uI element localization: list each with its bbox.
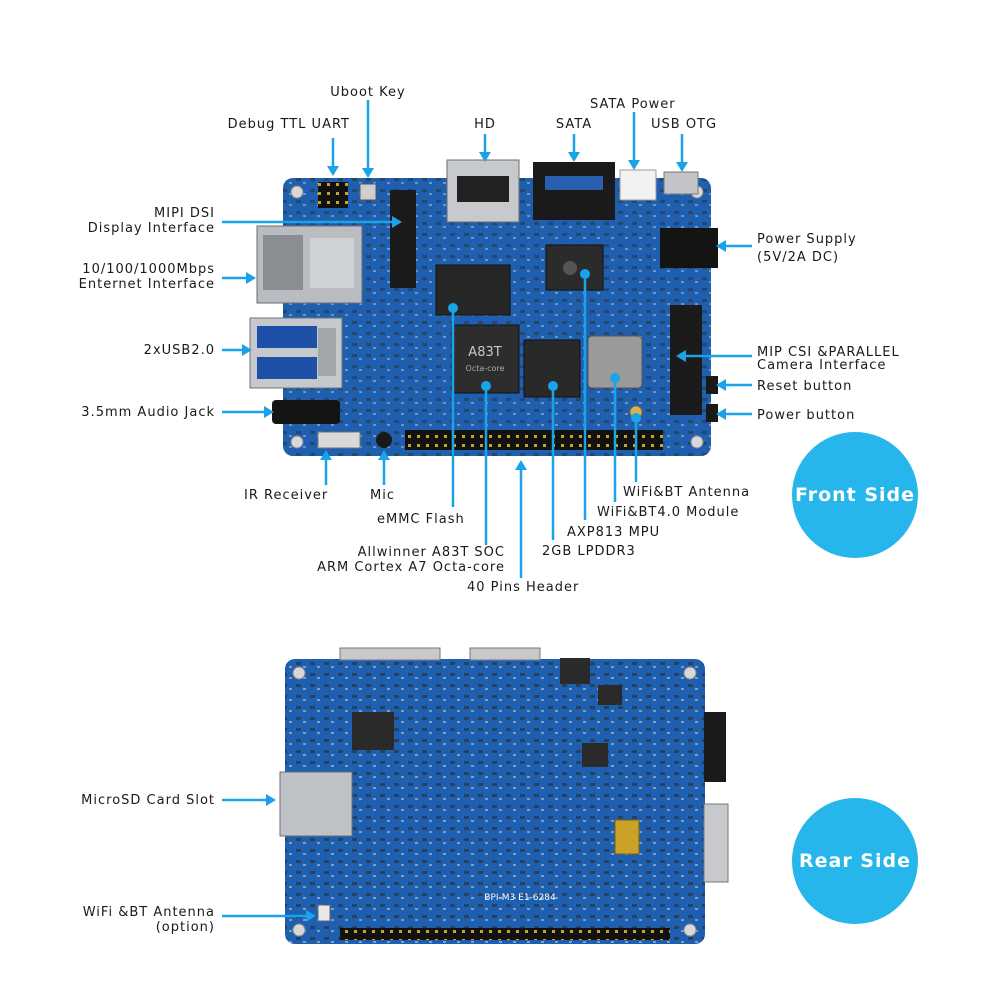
gpio-header [405, 430, 663, 450]
label-uboot-key: Uboot Key [330, 85, 406, 100]
label-power-button: Power button [757, 408, 856, 423]
label-csi: MIP CSI &PARALLEL [757, 345, 900, 360]
label-sata-power: SATA Power [590, 97, 676, 112]
usb-otg-port [663, 171, 699, 195]
emmc-chip [435, 264, 511, 316]
label-sata: SATA [555, 117, 593, 132]
mounting-holes [290, 185, 704, 449]
hdmi-port [446, 159, 520, 223]
label-audio-jack: 3.5mm Audio Jack [81, 405, 215, 420]
rear-silkscreen: BPI-M3 E1-6284 [484, 893, 556, 903]
label-lpddr3: 2GB LPDDR3 [542, 544, 636, 559]
label-display-interface: Display Interface [87, 221, 215, 236]
rear-side-badge: Rear Side [792, 798, 918, 924]
callout-lines [222, 100, 752, 922]
microsd-slot-shape [279, 771, 353, 837]
label-emmc-flash: eMMC Flash [377, 512, 465, 527]
label-ethernet-interface: Enternet Interface [78, 277, 215, 292]
ir-receiver-shape [317, 431, 361, 449]
mic-shape [376, 432, 392, 448]
label-40-pins-header: 40 Pins Header [467, 580, 580, 595]
label-usb2: 2xUSB2.0 [143, 343, 215, 358]
sata-port [533, 162, 615, 220]
label-reset-button: Reset button [757, 379, 853, 394]
label-soc-core: ARM Cortex A7 Octa-core [317, 560, 505, 575]
label-power-supply-spec: (5V/2A DC) [757, 250, 840, 265]
pmu-chip [545, 244, 604, 291]
label-ir-receiver: IR Receiver [244, 488, 329, 503]
label-usb-otg: USB OTG [651, 117, 718, 132]
label-debug-ttl-uart: Debug TTL UART [227, 117, 350, 132]
ethernet-port [256, 225, 363, 304]
label-ethernet-speed: 10/100/1000Mbps [82, 262, 215, 277]
usb-ports [249, 317, 343, 389]
label-hd: HD [474, 117, 496, 132]
debug-pins [318, 182, 348, 208]
label-power-supply: Power Supply [757, 232, 857, 247]
label-rear-antenna: WiFi &BT Antenna [82, 905, 215, 920]
rear-board: BPI-M3 E1-6284 [279, 647, 729, 944]
label-rear-antenna-option: (option) [155, 920, 215, 935]
power-button-shape [706, 404, 718, 422]
rear-antenna-shape [317, 904, 331, 922]
front-side-badge: Front Side [792, 432, 918, 558]
reset-button-shape [706, 376, 718, 394]
label-mic: Mic [370, 488, 395, 503]
dsi-connector [390, 190, 416, 288]
front-board: A83T Octa-core [249, 159, 718, 456]
sata-power-connector [619, 169, 657, 201]
label-mipi-dsi: MIPI DSI [154, 206, 215, 221]
label-wifi-antenna: WiFi&BT Antenna [623, 485, 751, 500]
dc-power-jack [660, 228, 718, 268]
label-camera-interface: Camera Interface [757, 358, 887, 373]
svg-text:Octa-core: Octa-core [466, 364, 505, 373]
label-axp813: AXP813 MPU [567, 525, 661, 540]
uboot-switch [359, 183, 377, 201]
label-wifi-module: WiFi&BT4.0 Module [597, 505, 740, 520]
label-microsd: MicroSD Card Slot [81, 793, 215, 808]
label-soc: Allwinner A83T SOC [357, 545, 505, 560]
svg-text:A83T: A83T [468, 345, 501, 360]
audio-jack-shape [272, 400, 340, 424]
